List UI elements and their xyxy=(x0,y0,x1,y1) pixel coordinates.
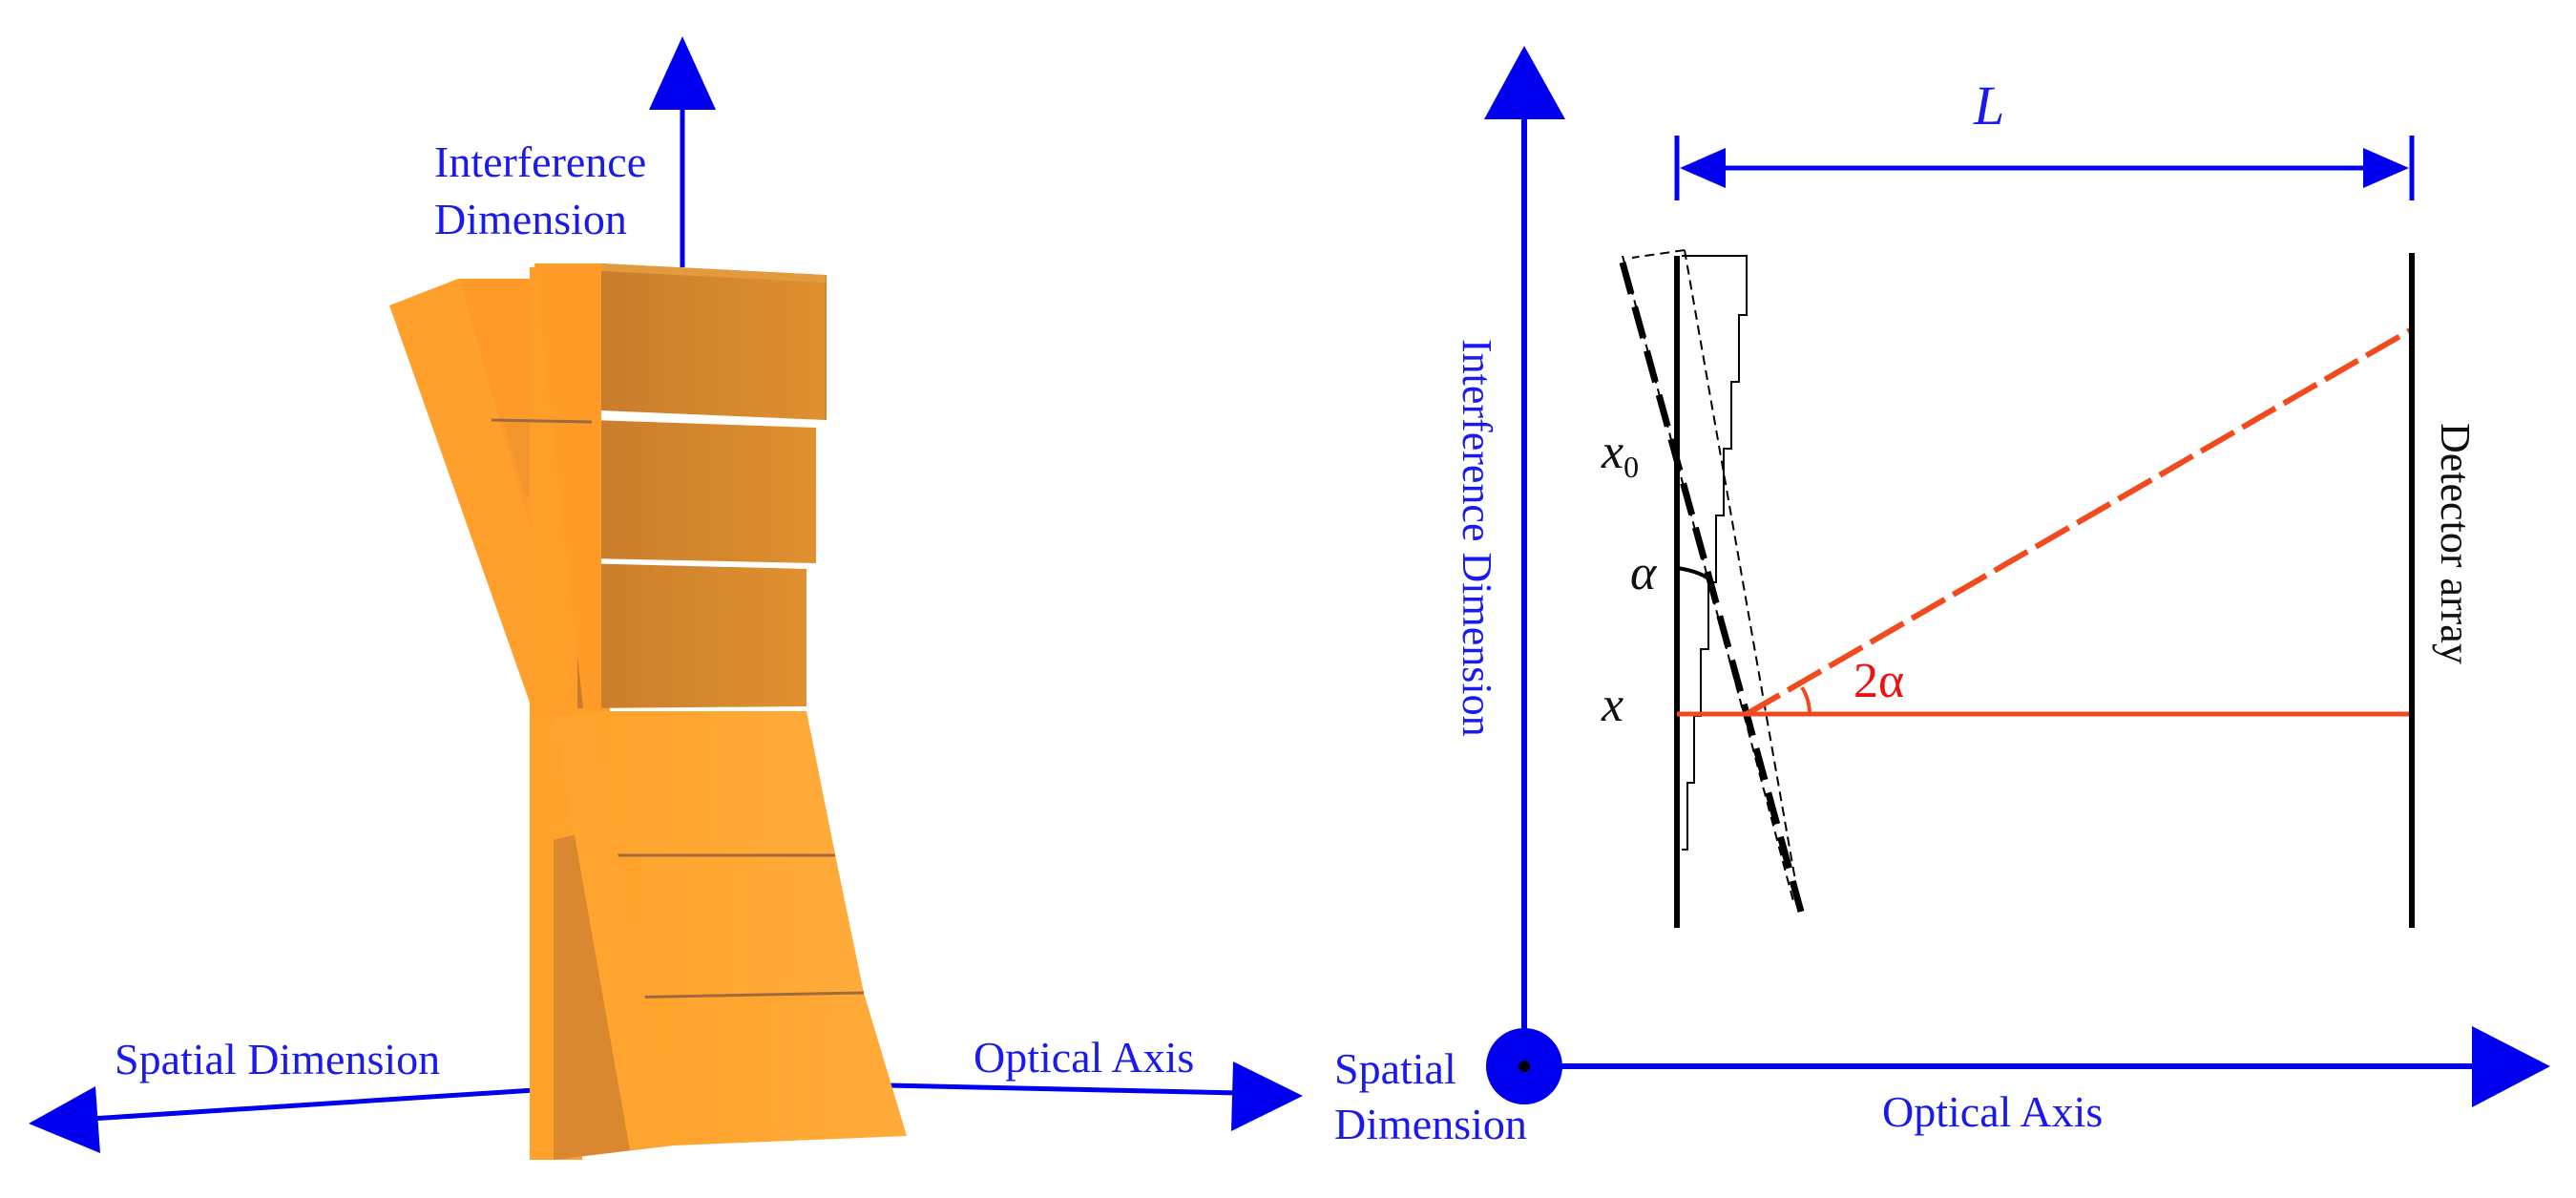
step-2-face xyxy=(592,420,816,563)
right-spatial-label-line2: Dimension xyxy=(1334,1100,1527,1148)
step-1-face xyxy=(601,263,826,420)
stepped-mirror-outline xyxy=(1682,255,1748,851)
right-panel: L x0 α x 2α Detector array Interference … xyxy=(1334,46,2550,1148)
left-arrow-icon xyxy=(29,1086,100,1153)
right-arrow-icon xyxy=(2472,1026,2550,1107)
alpha-label: α xyxy=(1630,546,1658,600)
stepped-prism-3d xyxy=(389,263,907,1160)
right-optical-axis xyxy=(1524,1026,2550,1107)
left-interference-label-line2: Dimension xyxy=(434,195,627,243)
detector-array-label: Detector array xyxy=(2432,423,2479,664)
x-label: x xyxy=(1601,678,1623,732)
left-interference-label-line1: Interference xyxy=(434,137,646,186)
left-optical-axis xyxy=(887,1061,1303,1131)
step-4-face xyxy=(573,711,835,854)
spatial-axis-out-of-page-icon xyxy=(1486,1028,1562,1104)
right-arrow-icon xyxy=(1231,1061,1303,1131)
reflected-ray xyxy=(1745,326,2414,717)
two-alpha-angle-arc xyxy=(1800,685,1812,715)
two-alpha-label: 2α xyxy=(1853,654,1904,708)
right-spatial-label-line1: Spatial xyxy=(1334,1044,1456,1093)
left-panel: Interference Dimension Spatial Dimension… xyxy=(29,36,1303,1160)
length-label: L xyxy=(1973,74,2004,137)
left-optical-label: Optical Axis xyxy=(974,1033,1194,1082)
right-interference-axis xyxy=(1484,46,1565,1064)
left-spatial-axis xyxy=(29,1086,535,1153)
step-3-face xyxy=(577,563,806,708)
x0-label: x0 xyxy=(1601,425,1639,484)
right-optical-label: Optical Axis xyxy=(1882,1087,2103,1136)
length-dimension xyxy=(1674,136,2415,200)
step-5-face xyxy=(597,854,864,998)
tilted-mirror-thick xyxy=(1619,262,1805,913)
left-spatial-label: Spatial Dimension xyxy=(115,1035,440,1083)
left-interference-axis xyxy=(649,36,716,267)
up-arrow-icon xyxy=(1484,46,1565,119)
alpha-angle-arc xyxy=(1676,566,1710,580)
step-6-face xyxy=(620,993,907,1145)
right-arrowhead-icon xyxy=(2363,148,2409,188)
up-arrow-icon xyxy=(649,36,716,110)
right-interference-label: Interference Dimension xyxy=(1454,339,1500,737)
left-arrowhead-icon xyxy=(1680,148,1726,188)
